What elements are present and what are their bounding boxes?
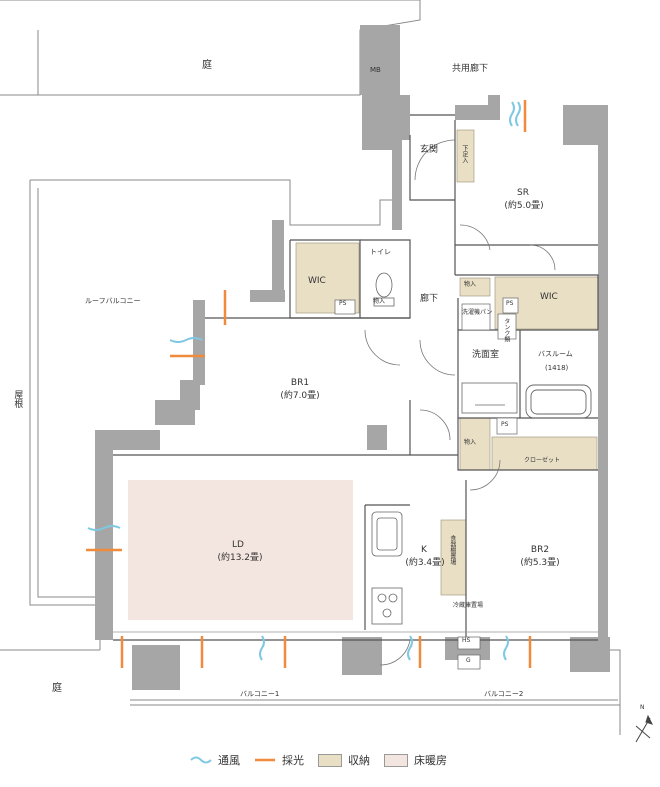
wash-basin — [461, 382, 518, 414]
closet-label: クローゼット — [524, 457, 561, 464]
entrance-label: 玄関 — [420, 145, 439, 155]
balcony2-label: バルコニー2 — [484, 690, 524, 698]
legend-ventilation-label: 通風 — [218, 754, 240, 767]
ps3-label: PS — [501, 421, 509, 428]
legend-daylight: 採光 — [254, 752, 304, 768]
legend-ventilation: 通風 — [190, 752, 240, 768]
common-corridor-label: 共用廊下 — [452, 64, 489, 74]
storage1-label: 物入 — [464, 281, 477, 288]
site-outlines — [0, 0, 621, 735]
roof-label: 屋根 — [12, 390, 23, 408]
sr-room-size: (約5.0畳) — [504, 201, 544, 211]
washroom-label: 洗面室 — [472, 350, 500, 360]
br2-room-size: (約5.3畳) — [520, 558, 560, 568]
toilet-fixture — [373, 272, 395, 307]
g-label: G — [466, 657, 471, 664]
north-arrow-icon — [635, 714, 653, 743]
legend: 通風 採光 収納 床暖房 — [190, 752, 447, 768]
door-swings — [364, 139, 556, 666]
shoe-storage-label: 下足入 — [460, 145, 468, 163]
storage2-label: 物入 — [464, 439, 477, 446]
legend-storage: 収納 — [318, 752, 370, 768]
floor-heating-swatch — [384, 753, 408, 767]
br1-room-name: BR1 — [290, 378, 310, 388]
daylight-icon — [255, 758, 275, 762]
laundry-pan-label: 洗濯機パン — [462, 309, 493, 316]
hallway-label: 廊下 — [420, 294, 439, 304]
tank-label: タンク類 — [502, 318, 510, 342]
cupboard-space-label: 食器棚置場 — [448, 535, 456, 565]
sr-room-name: SR — [517, 188, 529, 198]
balcony1-label: バルコニー1 — [240, 690, 280, 698]
legend-floor-heating-label: 床暖房 — [414, 754, 447, 767]
walls — [95, 25, 610, 690]
fridge-space-label: 冷蔵庫置場 — [452, 602, 483, 609]
north-label: N — [640, 704, 645, 711]
ventilation-icon — [190, 756, 212, 764]
br2-room-name: BR2 — [530, 545, 550, 555]
br1-room-size: (約7.0畳) — [280, 391, 320, 401]
bathtub — [525, 384, 592, 419]
legend-floor-heating: 床暖房 — [384, 752, 447, 768]
small-storage-label: 物入 — [373, 298, 386, 305]
ps2-label: PS — [506, 300, 514, 307]
garden-label-top: 庭 — [202, 60, 212, 71]
floor-heating-area — [128, 480, 353, 620]
ventilation-markers — [87, 101, 521, 661]
roof-balcony-label: ルーフバルコニー — [85, 297, 141, 305]
legend-daylight-label: 採光 — [282, 754, 304, 767]
toilet-label: トイレ — [370, 248, 391, 256]
bathroom-size: (1418) — [545, 364, 569, 372]
legend-storage-label: 収納 — [348, 754, 370, 767]
small-boxes — [334, 297, 519, 670]
bathroom-name: バスルーム — [538, 350, 573, 358]
ld-room-size: (約13.2畳) — [217, 553, 263, 563]
wic1-label: WIC — [308, 276, 326, 286]
ld-room-name: LD — [232, 540, 244, 550]
garden-label-bottom: 庭 — [52, 683, 62, 694]
kitchen-fixtures — [371, 511, 403, 625]
ps1-label: PS — [339, 300, 347, 307]
hs-label: HS — [462, 637, 471, 644]
daylight-markers — [86, 100, 532, 668]
k-room-name: K — [421, 545, 427, 555]
k-room-size: (約3.4畳) — [405, 558, 445, 568]
wic2-label: WIC — [540, 292, 558, 302]
storage-swatch — [318, 753, 342, 767]
mb-label: MB — [370, 66, 381, 74]
